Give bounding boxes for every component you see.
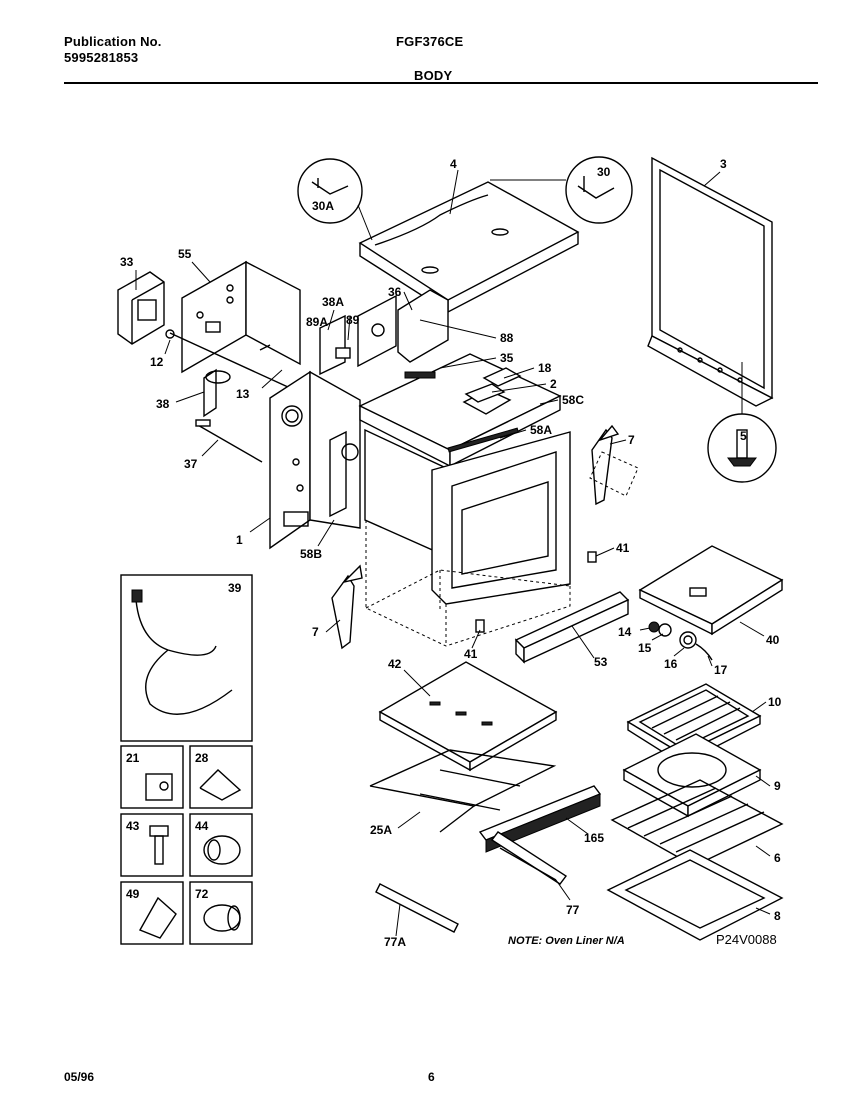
callout-8: 8 bbox=[774, 909, 781, 923]
header-rule bbox=[64, 82, 818, 84]
callout-89a: 89A bbox=[306, 315, 328, 329]
publication-number: 5995281853 bbox=[64, 50, 139, 65]
part-41-clips bbox=[475, 551, 597, 633]
callout-41-right: 41 bbox=[616, 541, 630, 555]
part-37-probe bbox=[195, 419, 263, 463]
part-40-shield bbox=[638, 545, 784, 636]
inset-box-39 bbox=[120, 574, 253, 742]
inset-box-72 bbox=[189, 881, 253, 945]
detail-circle-30a bbox=[297, 158, 373, 241]
callout-3: 3 bbox=[720, 157, 727, 171]
footer-date: 05/96 bbox=[64, 1070, 95, 1084]
callout-1: 1 bbox=[236, 533, 243, 547]
callout-38a: 38A bbox=[322, 295, 344, 309]
part-25a-frame bbox=[369, 749, 557, 833]
part-left-side bbox=[269, 370, 361, 550]
callout-58c: 58C bbox=[562, 393, 584, 407]
part-33-bracket bbox=[117, 271, 165, 345]
callout-6: 6 bbox=[774, 851, 781, 865]
callout-41-left: 41 bbox=[464, 647, 478, 661]
part-77a-strip bbox=[375, 883, 459, 933]
inset-label-72: 72 bbox=[195, 887, 209, 901]
callout-58b: 58B bbox=[300, 547, 322, 561]
part-valve-bracket bbox=[319, 289, 449, 376]
inset-label-21: 21 bbox=[126, 751, 140, 765]
callout-5: 5 bbox=[740, 429, 747, 443]
part-hinge-left bbox=[331, 564, 363, 650]
callout-17: 17 bbox=[714, 663, 728, 677]
callout-33: 33 bbox=[120, 255, 134, 269]
detail-circle-5 bbox=[707, 362, 777, 483]
inset-label-49: 49 bbox=[126, 887, 140, 901]
part-back-panel bbox=[181, 260, 301, 374]
drawing-code: P24V0088 bbox=[716, 932, 777, 947]
callout-35: 35 bbox=[500, 351, 514, 365]
callout-53: 53 bbox=[594, 655, 608, 669]
inset-box-43 bbox=[120, 813, 184, 877]
inset-box-21 bbox=[120, 745, 184, 809]
part-top-panel bbox=[358, 181, 580, 313]
callout-16: 16 bbox=[664, 657, 678, 671]
callout-89: 89 bbox=[346, 313, 360, 327]
callout-14: 14 bbox=[618, 625, 632, 639]
publication-label: Publication No. bbox=[64, 34, 162, 49]
callout-36: 36 bbox=[388, 285, 402, 299]
callout-77a: 77A bbox=[384, 935, 406, 949]
section-title: BODY bbox=[414, 68, 453, 83]
part-main-body bbox=[358, 353, 571, 605]
leader-lines bbox=[135, 169, 771, 937]
footer-page-number: 6 bbox=[428, 1070, 435, 1084]
callout-25a: 25A bbox=[370, 823, 392, 837]
part-165-burner bbox=[478, 785, 602, 853]
oven-liner-note: NOTE: Oven Liner N/A bbox=[508, 935, 625, 947]
part-8-tray bbox=[606, 849, 784, 941]
callout-4: 4 bbox=[450, 157, 457, 171]
part-clips-18-2 bbox=[464, 367, 522, 403]
callout-7-left: 7 bbox=[312, 625, 319, 639]
detail-circle-30 bbox=[490, 156, 633, 224]
callout-2: 2 bbox=[550, 377, 557, 391]
part-53-rail bbox=[514, 591, 630, 664]
callout-88: 88 bbox=[500, 331, 514, 345]
inset-label-28: 28 bbox=[195, 751, 209, 765]
callout-38: 38 bbox=[156, 397, 170, 411]
inset-box-28 bbox=[189, 745, 253, 809]
part-77-baffle bbox=[490, 831, 568, 885]
callout-40: 40 bbox=[766, 633, 780, 647]
part-side-panel bbox=[647, 156, 774, 407]
model-number: FGF376CE bbox=[396, 34, 464, 49]
part-42-oven-bottom bbox=[378, 661, 558, 772]
callout-15: 15 bbox=[638, 641, 652, 655]
callout-30a: 30A bbox=[312, 199, 334, 213]
callout-30: 30 bbox=[597, 165, 611, 179]
inset-box-49 bbox=[120, 881, 184, 945]
callout-7-right: 7 bbox=[628, 433, 635, 447]
part-hinge-right bbox=[589, 424, 639, 506]
inset-label-44: 44 bbox=[195, 819, 209, 833]
callout-10: 10 bbox=[768, 695, 782, 709]
inset-label-39: 39 bbox=[228, 581, 242, 595]
callout-55: 55 bbox=[178, 247, 192, 261]
inset-label-43: 43 bbox=[126, 819, 140, 833]
oven-cavity-dashed bbox=[365, 520, 571, 647]
part-9-broiler-pan bbox=[622, 733, 762, 818]
callout-12: 12 bbox=[150, 355, 164, 369]
callout-13: 13 bbox=[236, 387, 250, 401]
callout-37: 37 bbox=[184, 457, 198, 471]
callout-18: 18 bbox=[538, 361, 552, 375]
callout-58a: 58A bbox=[530, 423, 552, 437]
callout-42: 42 bbox=[388, 657, 402, 671]
callout-165: 165 bbox=[584, 831, 604, 845]
inset-box-44 bbox=[189, 813, 253, 877]
part-igniter-set bbox=[648, 621, 713, 661]
part-6-oven-rack bbox=[610, 779, 784, 867]
callout-9: 9 bbox=[774, 779, 781, 793]
callout-77: 77 bbox=[566, 903, 580, 917]
